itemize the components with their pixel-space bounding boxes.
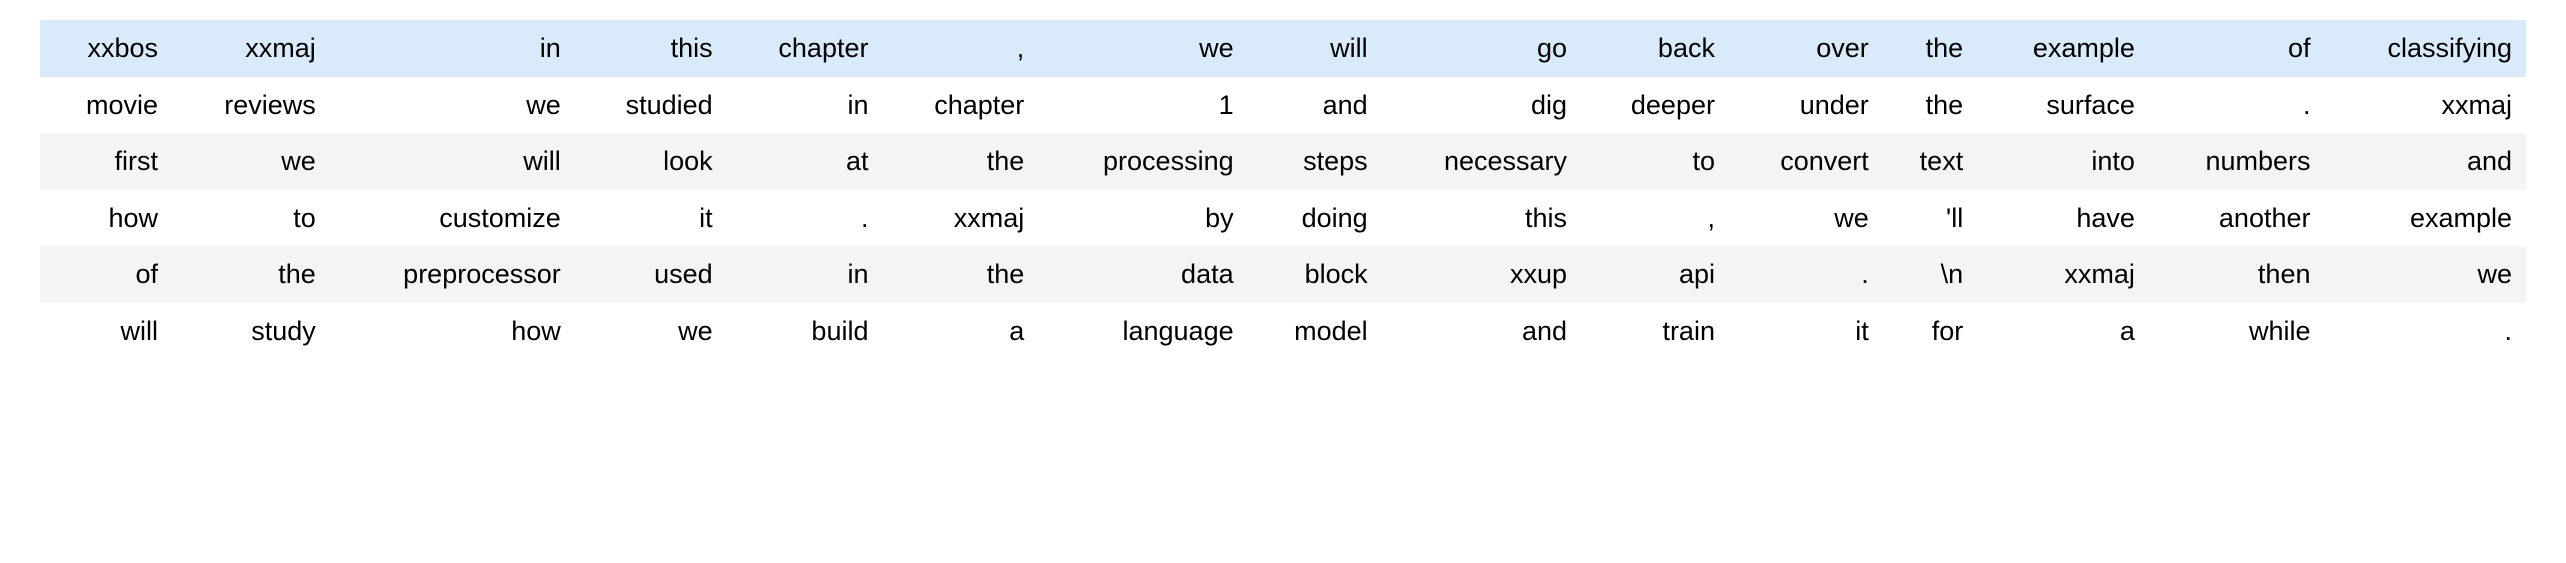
token-cell: used — [574, 246, 727, 303]
token-cell: model — [1247, 302, 1382, 360]
token-cell: we — [1728, 189, 1883, 247]
token-cell: . — [2148, 76, 2325, 134]
token-cell: doing — [1247, 189, 1382, 247]
token-cell: will — [1247, 20, 1382, 77]
token-cell: we — [172, 133, 330, 190]
token-cell: we — [1038, 20, 1248, 77]
token-cell: study — [172, 302, 330, 360]
token-cell: language — [1038, 302, 1248, 360]
token-cell: \n — [1882, 246, 1978, 303]
token-cell: xxbos — [40, 20, 173, 77]
token-cell: and — [1381, 302, 1582, 360]
token-cell: and — [1247, 76, 1382, 134]
token-cell: processing — [1038, 133, 1248, 190]
token-cell: look — [574, 133, 727, 190]
token-cell: xxmaj — [2324, 76, 2526, 134]
token-cell: it — [574, 189, 727, 247]
token-cell: to — [1581, 133, 1729, 190]
token-cell: studied — [574, 76, 727, 134]
token-cell: customize — [329, 189, 575, 247]
token-cell: will — [40, 302, 173, 360]
token-cell: a — [882, 302, 1039, 360]
token-cell: how — [40, 189, 173, 247]
token-cell: api — [1581, 246, 1729, 303]
token-cell: to — [172, 189, 330, 247]
token-cell: text — [1882, 133, 1978, 190]
token-cell: 1 — [1038, 76, 1248, 134]
token-cell: example — [1977, 20, 2149, 77]
token-cell: this — [574, 20, 727, 77]
token-cell: the — [1882, 20, 1978, 77]
token-cell: surface — [1977, 76, 2149, 134]
token-cell: build — [726, 302, 883, 360]
token-cell: go — [1381, 20, 1582, 77]
token-cell: reviews — [172, 76, 330, 134]
token-cell: preprocessor — [329, 246, 575, 303]
token-cell: have — [1977, 189, 2149, 247]
token-cell: dig — [1381, 76, 1582, 134]
token-cell: we — [329, 76, 575, 134]
token-cell: we — [574, 302, 727, 360]
token-cell: xxmaj — [172, 20, 330, 77]
token-cell: the — [172, 246, 330, 303]
token-cell: and — [2324, 133, 2526, 190]
token-cell: by — [1038, 189, 1248, 247]
token-cell: xxmaj — [1977, 246, 2149, 303]
token-cell: under — [1728, 76, 1883, 134]
token-cell: over — [1728, 20, 1883, 77]
token-cell: example — [2324, 189, 2526, 247]
token-cell: the — [882, 133, 1039, 190]
token-cell: 'll — [1882, 189, 1978, 247]
token-cell: . — [2324, 302, 2526, 360]
token-cell: of — [40, 246, 173, 303]
token-cell: will — [329, 133, 575, 190]
token-cell: into — [1977, 133, 2149, 190]
token-cell: numbers — [2148, 133, 2325, 190]
token-cell: block — [1247, 246, 1382, 303]
token-cell: we — [2324, 246, 2526, 303]
token-cell: necessary — [1381, 133, 1582, 190]
token-cell: data — [1038, 246, 1248, 303]
token-cell: then — [2148, 246, 2325, 303]
token-cell: in — [726, 246, 883, 303]
token-cell: xxmaj — [882, 189, 1039, 247]
token-cell: . — [1728, 246, 1883, 303]
token-cell: classifying — [2324, 20, 2526, 77]
token-cell: the — [1882, 76, 1978, 134]
token-cell: first — [40, 133, 173, 190]
token-cell: of — [2148, 20, 2325, 77]
token-cell: movie — [40, 76, 173, 134]
token-cell: chapter — [726, 20, 883, 77]
token-cell: back — [1581, 20, 1729, 77]
token-cell: a — [1977, 302, 2149, 360]
token-cell: deeper — [1581, 76, 1729, 134]
token-cell: the — [882, 246, 1039, 303]
token-cell: in — [329, 20, 575, 77]
token-cell: , — [882, 20, 1039, 77]
token-cell: train — [1581, 302, 1729, 360]
token-cell: this — [1381, 189, 1582, 247]
token-cell: steps — [1247, 133, 1382, 190]
token-cell: while — [2148, 302, 2325, 360]
token-cell: convert — [1728, 133, 1883, 190]
token-cell: . — [726, 189, 883, 247]
token-cell: for — [1882, 302, 1978, 360]
token-cell: how — [329, 302, 575, 360]
token-cell: in — [726, 76, 883, 134]
token-cell: it — [1728, 302, 1883, 360]
token-cell: xxup — [1381, 246, 1582, 303]
token-cell: at — [726, 133, 883, 190]
token-cell: chapter — [882, 76, 1039, 134]
token-cell: another — [2148, 189, 2325, 247]
token-cell: , — [1581, 189, 1729, 247]
